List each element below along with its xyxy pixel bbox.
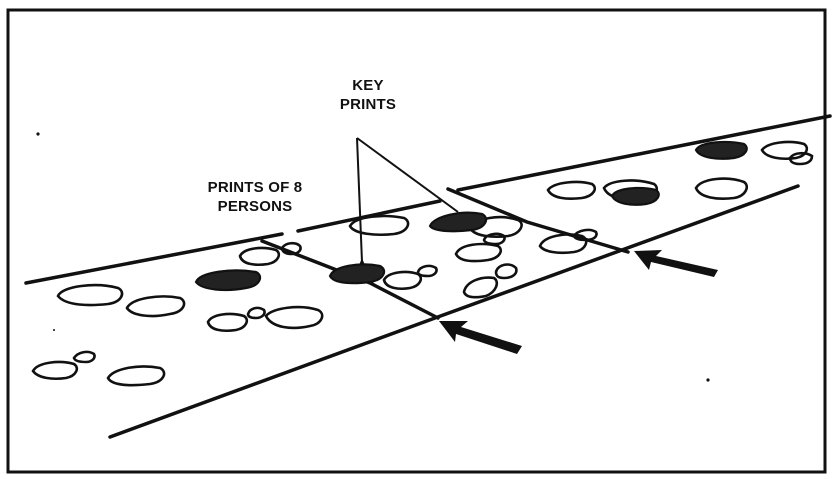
footprint [572,228,598,242]
key-footprints [194,140,748,292]
footprint [280,241,302,256]
footprint [246,306,266,320]
footprint [382,270,423,291]
strip-far-edge [24,232,284,285]
footprint [106,365,166,387]
footprint [72,350,96,364]
strip-far-edge [456,114,832,192]
footprint [788,151,814,166]
key-prints-line-1: KEY [352,77,384,94]
footprint [694,177,748,200]
arrows [439,250,718,354]
footprint [494,263,518,280]
footprints [31,140,814,387]
sample-area-right-line [446,187,630,254]
specks [36,132,710,382]
arrow-lower [439,321,522,354]
footprint [468,215,523,239]
footprint [416,264,438,278]
key-prints-line-2: PRINTS [339,96,397,113]
shoe-print [610,186,660,206]
footprint [546,180,596,201]
path-strip [24,114,832,439]
shoe-print [328,263,386,285]
footprint [454,242,502,263]
figure-border [6,8,827,474]
prints-of-persons-label: PRINTS OF 8 PERSONS [180,178,330,216]
footprint [538,233,588,255]
leader-lines [356,137,459,263]
footprint [31,360,79,381]
footprint [760,140,809,161]
key-prints-label: KEY PRINTS [318,76,418,114]
arrow-upper [634,250,718,277]
shoe-print [194,269,262,292]
prints-of-persons-line-1: PRINTS OF 8 [207,179,303,196]
footprint [462,276,499,299]
footprint [125,295,186,318]
footprint [56,283,124,307]
footprint [206,312,249,333]
footprint [264,305,324,330]
prints-of-persons-line-2: PERSONS [217,198,293,215]
footprint [348,214,410,237]
footprint [238,246,281,267]
shoe-print [428,211,488,233]
shoe-print [694,140,748,160]
footprint [482,232,506,246]
